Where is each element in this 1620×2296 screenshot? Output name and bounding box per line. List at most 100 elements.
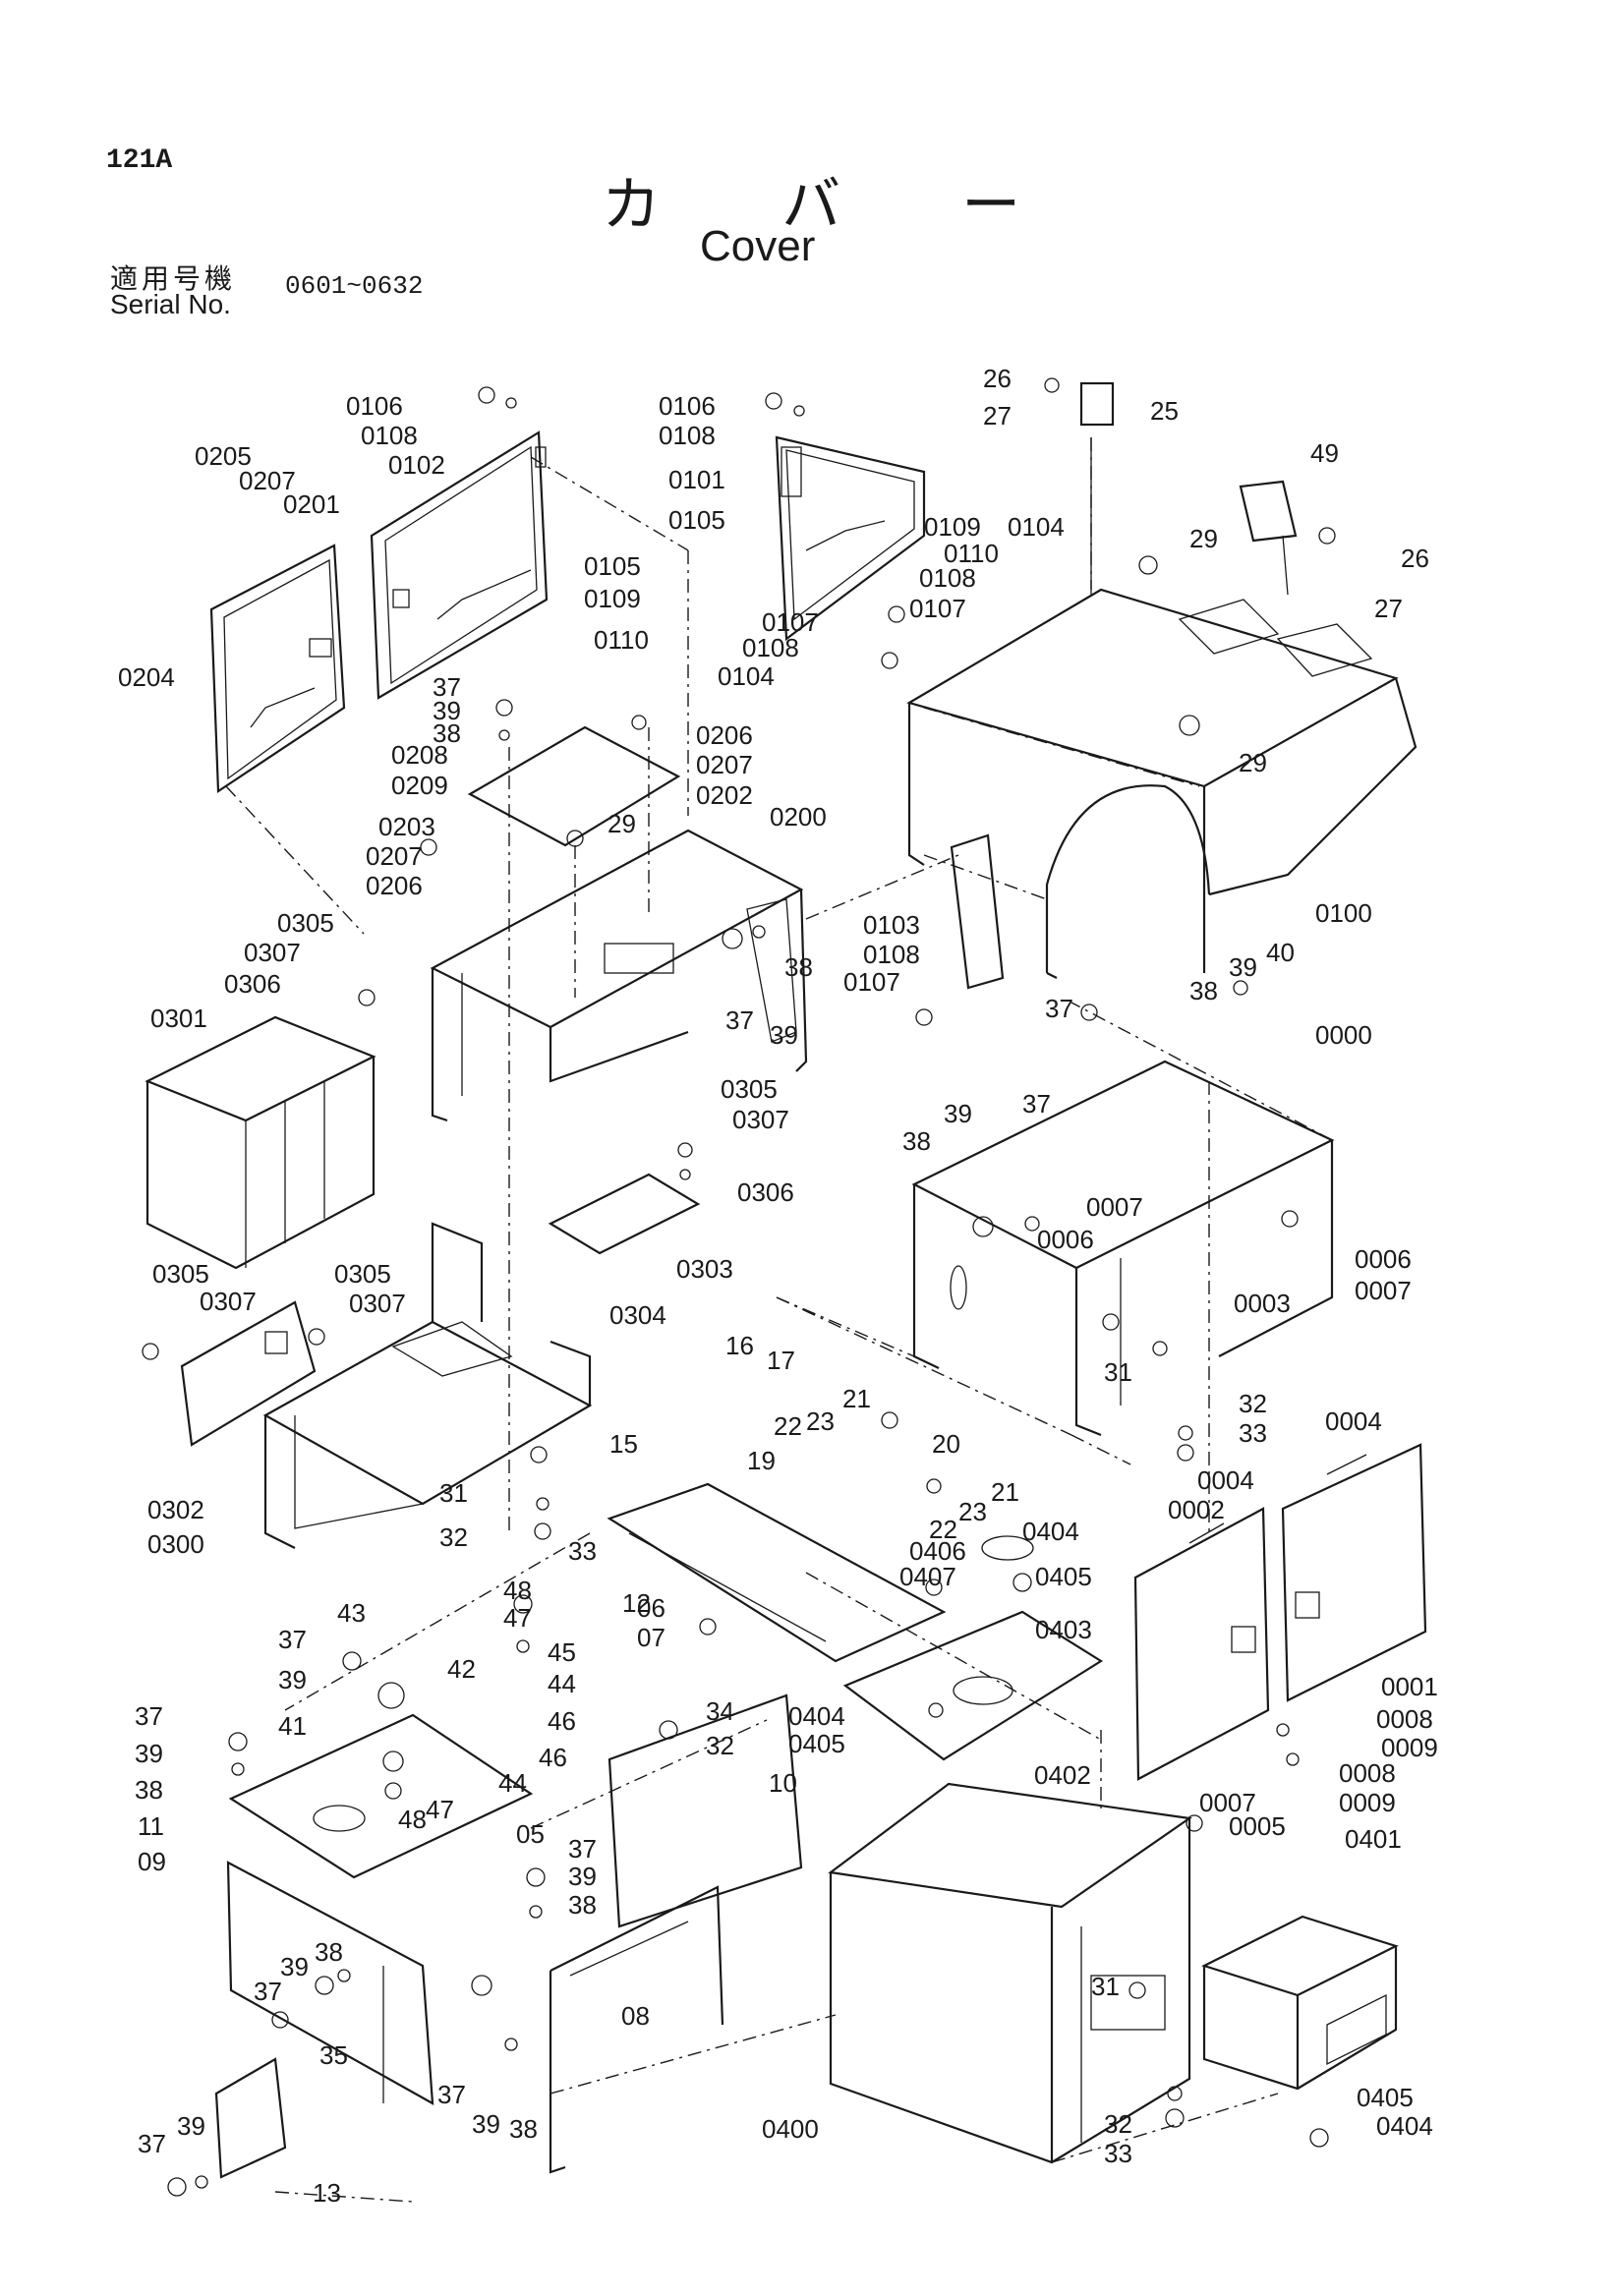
callout-label: 0109 [924,512,981,542]
plate-0202 [467,725,681,847]
callout-label: 29 [1239,748,1267,777]
callout-label: 05 [516,1819,545,1849]
callout-label: 39 [1229,952,1257,982]
callout-label: 38 [902,1126,931,1156]
callout-label: 39 [472,2109,500,2139]
callout-label: 0204 [118,662,175,692]
callout-label: 0108 [659,421,716,450]
housing-0100 [906,588,1418,979]
callout-label: 37 [1022,1089,1051,1119]
tray-12 [607,1482,947,1663]
callout-label: 0105 [584,551,641,581]
callout-label: 0407 [899,1562,956,1591]
callout-label: 0203 [378,812,435,841]
callout-label: 37 [433,672,461,702]
callout-label: 0300 [147,1529,204,1559]
callout-labels: 26 27 25 49 26 27 29 29 0106 0108 0102 0… [118,364,1438,2208]
callout-label: 16 [725,1331,754,1360]
callout-label: 37 [138,2129,166,2158]
serial-range: 0601~0632 [285,271,424,301]
callout-label: 0301 [150,1004,207,1033]
callout-label: 35 [319,2040,348,2070]
callout-label: 25 [1150,396,1179,426]
callout-label: 39 [433,696,461,725]
plate-0303 [548,1173,701,1255]
callout-label: 47 [503,1603,532,1633]
callout-label: 0307 [349,1289,406,1318]
box-0301 [145,1015,376,1270]
callout-label: 0104 [1008,512,1065,542]
callout-label: 37 [278,1625,307,1654]
callout-label: 19 [747,1446,776,1475]
callout-label: 0109 [584,584,641,613]
callout-label: 0306 [737,1177,794,1207]
callout-label: 23 [806,1406,835,1436]
callout-label: 0000 [1315,1020,1372,1050]
serial-label-english: Serial No. [110,289,231,319]
callout-label: 0307 [244,938,301,967]
fastener-hardware [142,377,1336,2197]
callout-label: 0007 [1086,1192,1143,1222]
callout-label: 37 [725,1005,754,1035]
callout-label: 0206 [366,871,423,900]
callout-label: 32 [439,1522,468,1552]
base-plate-11 [228,1713,534,1879]
callout-label: 0107 [909,594,966,623]
callout-label: 0002 [1168,1495,1225,1524]
callout-label: 0004 [1197,1465,1254,1495]
callout-label: 0205 [195,441,252,471]
callout-label: 38 [1189,976,1218,1005]
callout-label: 0207 [366,841,423,871]
callout-label: 29 [608,809,636,838]
callout-label: 15 [609,1429,638,1459]
callout-label: 38 [135,1775,163,1805]
callout-label: 13 [313,2178,341,2208]
callout-label: 22 [774,1411,802,1441]
callout-label: 0401 [1345,1824,1402,1854]
callout-label: 07 [637,1623,665,1652]
callout-label: 0004 [1325,1406,1382,1436]
callout-label: 40 [1266,938,1295,967]
callout-label: 10 [769,1768,797,1798]
callout-label: 41 [278,1711,307,1741]
callout-label: 21 [991,1477,1019,1507]
callout-label: 17 [767,1346,795,1375]
callout-label: 0207 [239,466,296,495]
plate-0103 [950,833,1005,990]
callout-label: 39 [177,2111,205,2141]
callout-label: 0103 [863,910,920,940]
callout-label: 37 [1045,994,1073,1023]
callout-label: 42 [447,1654,476,1684]
callout-label: 0005 [1229,1811,1286,1841]
callout-label: 39 [280,1952,309,1981]
callout-label: 37 [437,2080,466,2109]
door-panel-0001 [1281,1443,1427,1702]
callout-label: 44 [498,1768,527,1798]
callout-label: 29 [1189,524,1218,553]
callout-label: 0009 [1381,1733,1438,1762]
callout-label: 38 [315,1937,343,1967]
callout-label: 0006 [1037,1225,1094,1254]
callout-label: 47 [426,1795,454,1824]
callout-label: 27 [983,401,1012,430]
frame-0300 [262,1222,593,1549]
callout-label: 39 [135,1739,163,1768]
door-panel-0102 [370,430,549,700]
callout-label: 0302 [147,1495,204,1524]
mirror-25 [1079,381,1115,595]
callout-label: 31 [1091,1972,1120,2001]
callout-label: 0405 [1357,2083,1414,2112]
callout-label: 0110 [944,539,999,568]
callout-label: 22 [929,1515,957,1544]
callout-label: 31 [439,1478,468,1508]
callout-label: 46 [539,1743,567,1772]
callout-label: 23 [958,1497,987,1526]
callout-label: 33 [568,1536,597,1566]
screen-box-0401 [1201,1915,1399,2091]
callout-label: 0006 [1355,1244,1412,1274]
callout-label: 06 [637,1593,665,1623]
callout-label: 0303 [676,1254,733,1284]
callout-label: 0207 [696,750,753,779]
callout-label: 39 [770,1020,798,1050]
callout-label: 39 [568,1862,597,1891]
